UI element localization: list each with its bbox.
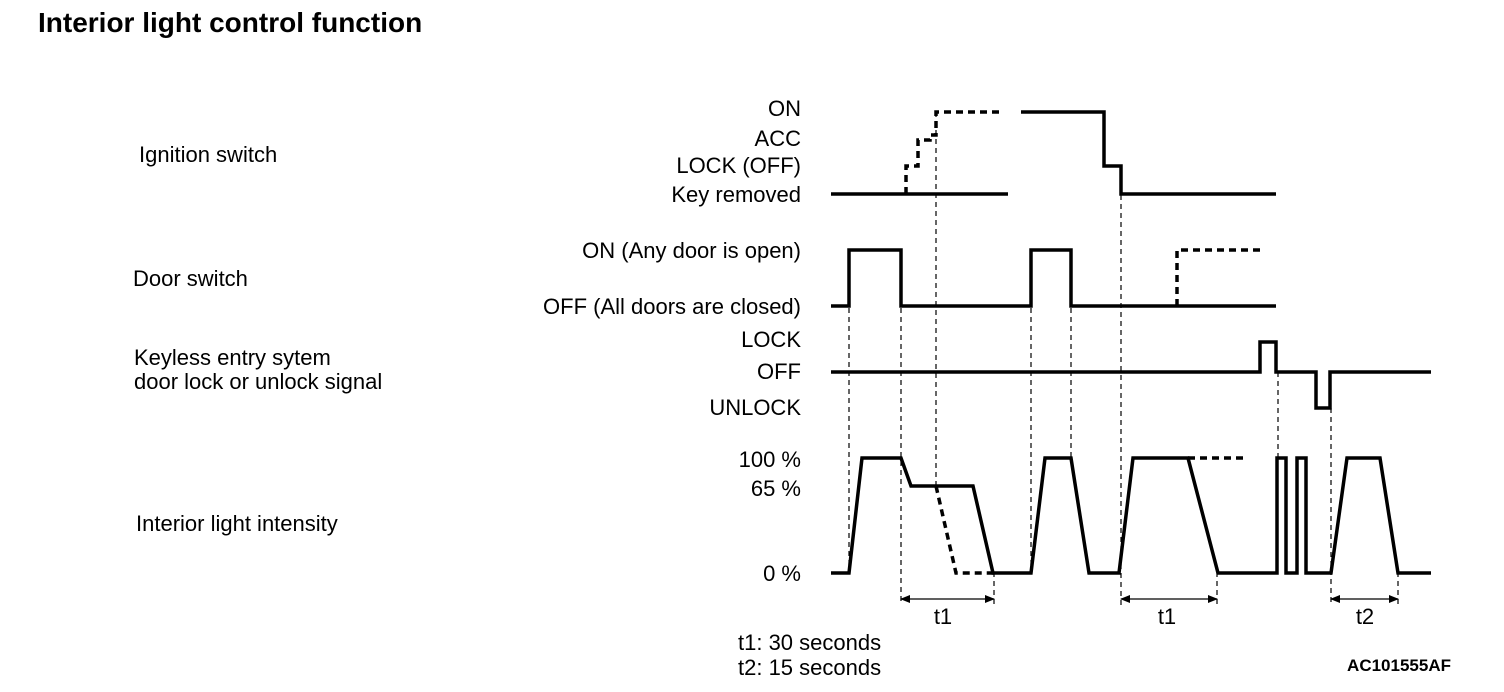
light-level-0: 0 % <box>763 561 801 586</box>
keyless-level-off: OFF <box>757 359 801 384</box>
note-t2: t2: 15 seconds <box>738 655 881 680</box>
keyless-entry-label-line2: door lock or unlock signal <box>134 369 382 394</box>
interval-markers: t1 t1 t2 <box>900 595 1399 629</box>
light-level-100: 100 % <box>739 447 801 472</box>
ignition-level-acc: ACC <box>755 126 802 151</box>
keyless-signal-line <box>831 340 1431 410</box>
page-title: Interior light control function <box>38 7 422 38</box>
ignition-level-key-removed: Key removed <box>671 182 801 207</box>
door-switch-dashed <box>1175 248 1262 306</box>
keyless-entry-label-line1: Keyless entry sytem <box>134 345 331 370</box>
keyless-entry-waveform <box>831 340 1431 410</box>
note-t1: t1: 30 seconds <box>738 630 881 655</box>
ignition-switch-waveform <box>831 110 1276 196</box>
ignition-level-on: ON <box>768 96 801 121</box>
interval-label-t1-second: t1 <box>1158 604 1176 629</box>
interval-label-t2: t2 <box>1356 604 1374 629</box>
door-level-off: OFF (All doors are closed) <box>543 294 801 319</box>
interior-light-waveform <box>831 456 1431 575</box>
interior-light-intensity-label: Interior light intensity <box>136 511 338 536</box>
interval-label-t1-first: t1 <box>934 604 952 629</box>
door-switch-label: Door switch <box>133 266 248 291</box>
figure-code: AC101555AF <box>1347 656 1451 675</box>
door-switch-line <box>831 248 1276 308</box>
ignition-switch-label: Ignition switch <box>139 142 277 167</box>
keyless-level-unlock: UNLOCK <box>709 395 801 420</box>
door-switch-waveform <box>831 248 1276 308</box>
ignition-on-to-off-line <box>1021 110 1276 196</box>
door-level-on: ON (Any door is open) <box>582 238 801 263</box>
ignition-level-lock-off: LOCK (OFF) <box>676 153 801 178</box>
ignition-turning-dashed <box>904 110 1002 194</box>
keyless-level-lock: LOCK <box>741 327 801 352</box>
light-intensity-line <box>831 456 1431 575</box>
light-level-65: 65 % <box>751 476 801 501</box>
light-intensity-dashed-fade <box>934 485 994 575</box>
